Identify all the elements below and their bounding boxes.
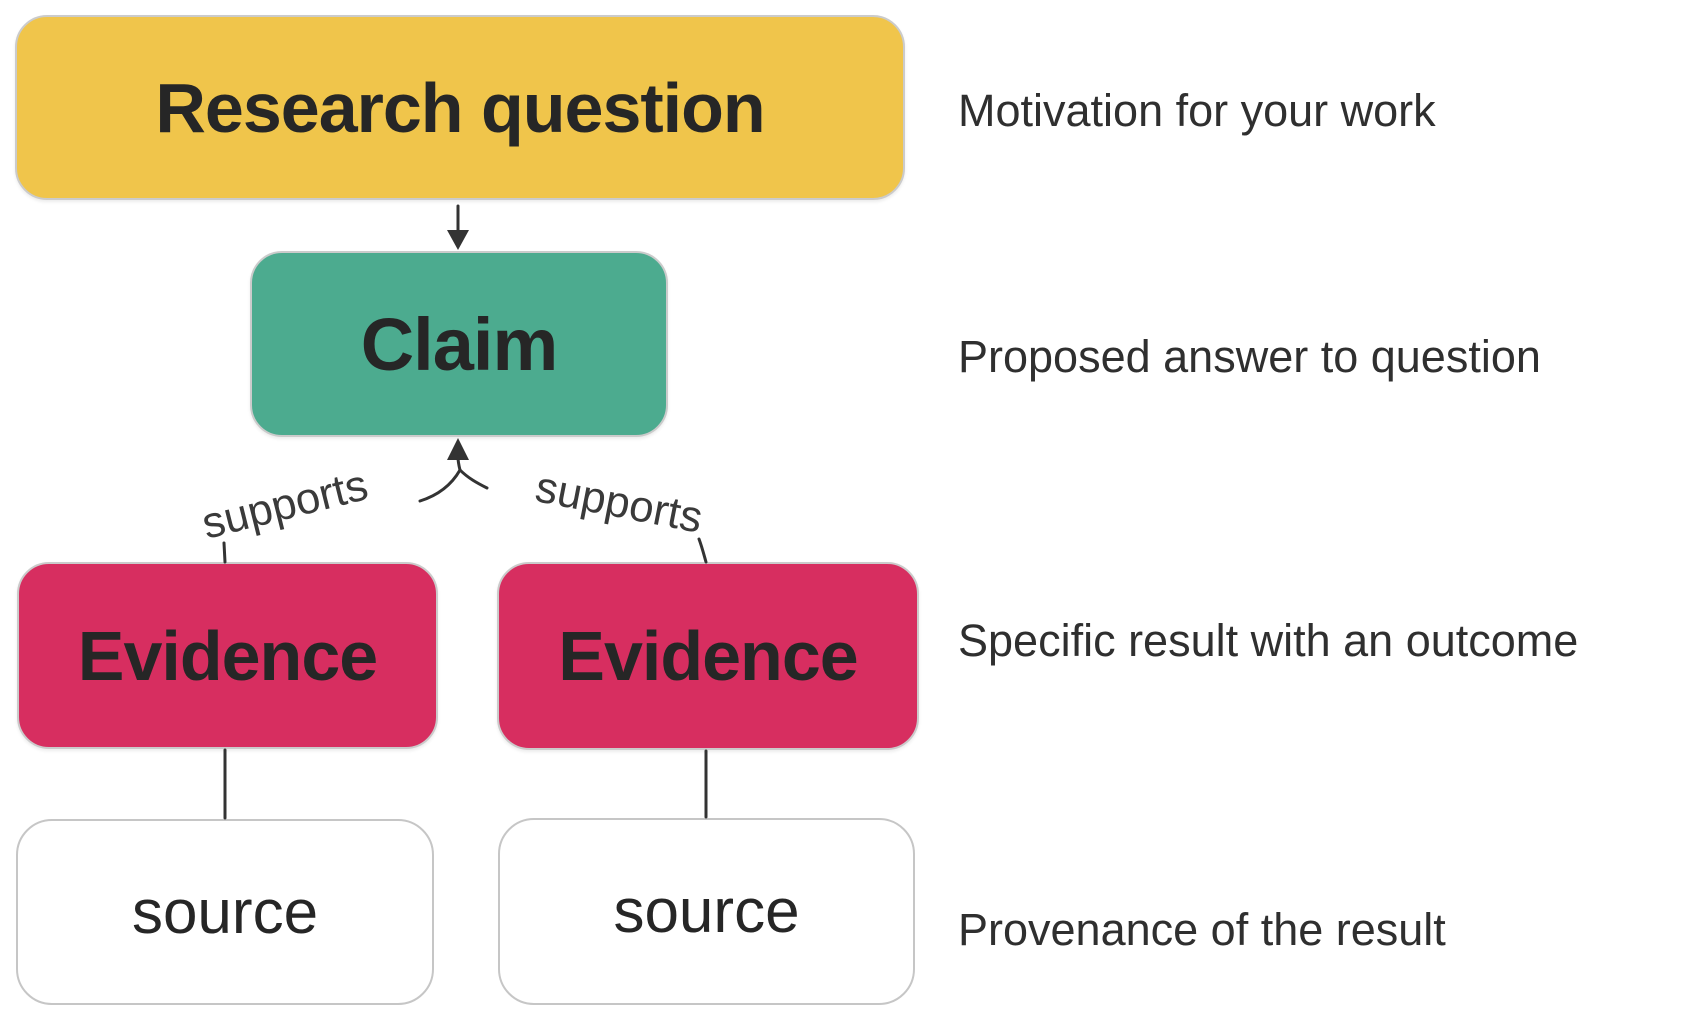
edge-stub-right xyxy=(697,537,708,564)
curve-left-evidence-branch xyxy=(418,468,462,503)
node-source-right: source xyxy=(498,818,915,1005)
node-claim: Claim xyxy=(250,251,668,437)
annotation-source: Provenance of the result xyxy=(958,904,1446,955)
node-evidence-left-label: Evidence xyxy=(77,616,378,695)
node-research-question: Research question xyxy=(15,15,905,200)
node-source-left: source xyxy=(16,819,434,1005)
node-evidence-left: Evidence xyxy=(17,562,438,749)
node-research-question-label: Research question xyxy=(155,68,765,147)
node-evidence-right-label: Evidence xyxy=(558,617,858,695)
edge-label-supports-left: supports xyxy=(197,460,373,549)
node-claim-label: Claim xyxy=(360,302,559,386)
edge-label-supports-right: supports xyxy=(531,462,707,543)
node-evidence-right: Evidence xyxy=(497,562,919,750)
annotation-research-question: Motivation for your work xyxy=(958,85,1436,136)
annotation-evidence: Specific result with an outcome xyxy=(958,615,1579,666)
node-source-left-label: source xyxy=(131,877,319,947)
annotation-claim: Proposed answer to question xyxy=(958,331,1541,382)
arrow-evidence-to-claim-stem xyxy=(456,455,462,472)
curve-right-evidence-branch xyxy=(458,468,489,490)
arrow-evidence-to-claim-head-icon xyxy=(447,438,469,460)
arrow-question-to-claim-head-icon xyxy=(447,230,469,250)
node-source-right-label: source xyxy=(613,877,800,946)
